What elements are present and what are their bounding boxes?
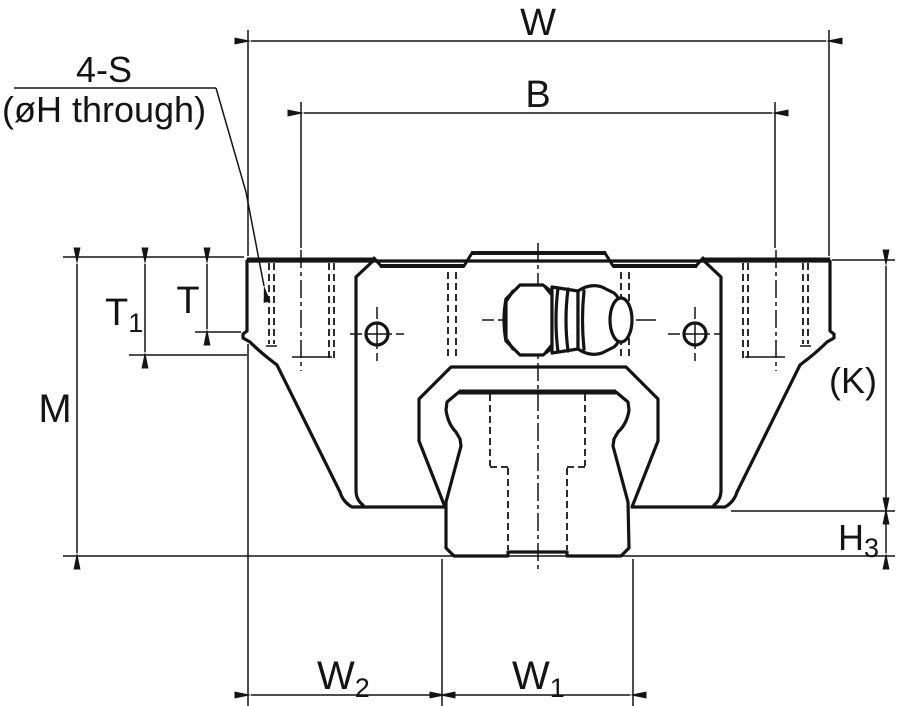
dim-label-w: W — [520, 2, 556, 44]
mounting-screw-circle-left — [364, 321, 390, 347]
end-plate-outline-right — [701, 258, 723, 507]
top-step-left — [372, 256, 383, 268]
top-step-right — [694, 256, 705, 268]
dim-label-t1: T1 — [105, 292, 143, 338]
dim-label-h3: H3 — [838, 517, 879, 563]
rail-profile — [444, 390, 631, 558]
block-silhouette — [241, 259, 836, 509]
plateau-chamfer-left — [462, 251, 474, 268]
dimension-lines — [14, 37, 890, 699]
dim-label-w2: W2 — [317, 654, 370, 703]
dim-label-t: T — [176, 280, 199, 322]
hidden-lines — [266, 263, 811, 550]
block-outline — [241, 251, 836, 509]
mounting-screw-circle-right — [682, 321, 708, 347]
note-label-hole: (øH through) — [2, 89, 206, 130]
dimension-labels: W B 4-S (øH through) M T1 T (K) H3 W2 W1 — [2, 2, 879, 703]
extension-lines — [63, 30, 895, 706]
dim-label-m: M — [38, 387, 71, 431]
nipple-hex — [504, 283, 554, 357]
grease-nipple — [502, 283, 634, 357]
dim-label-b: B — [525, 74, 550, 116]
end-plate-outline — [354, 258, 376, 507]
nipple-tip — [608, 296, 634, 344]
rail-outline — [444, 389, 631, 558]
leader-line-4s — [215, 87, 271, 303]
note-label-4s: 4-S — [76, 49, 132, 90]
dim-label-w1: W1 — [512, 654, 565, 703]
dim-label-k: (K) — [829, 360, 877, 401]
plateau-chamfer-right — [603, 251, 615, 268]
